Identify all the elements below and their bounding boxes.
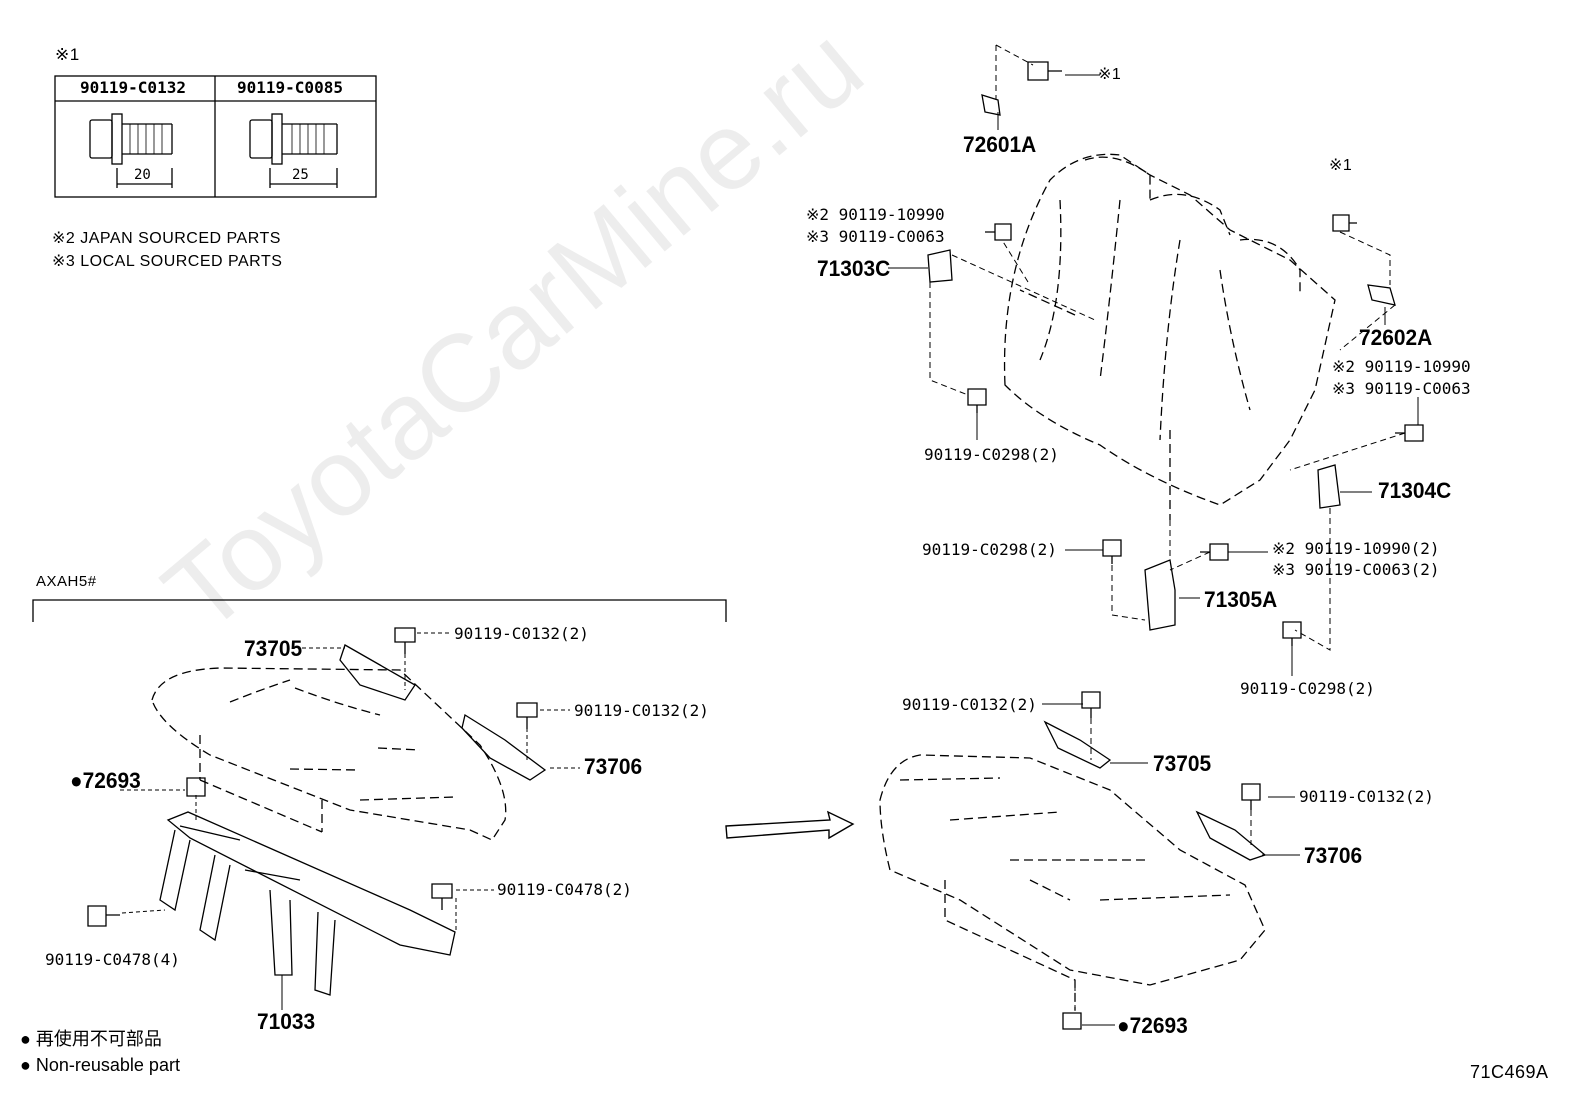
bolt-90119-10990-mid: ※2 90119-10990(2) (1272, 539, 1440, 558)
hook-72601A (981, 94, 1001, 116)
bracket-71305A (1144, 559, 1176, 631)
seatback (1003, 153, 1336, 520)
part-71303C: 71303C (817, 256, 891, 281)
note-local-sourced: ※3 LOCAL SOURCED PARTS (52, 253, 283, 270)
bolt-90119-10990-left: ※2 90119-10990 (806, 205, 945, 224)
figure-code: 71C469A (1470, 1062, 1549, 1082)
bolt-90119-C0478-2: 90119-C0478(2) (497, 880, 632, 899)
bolt-icon (1332, 214, 1357, 232)
note-japan-sourced: ※2 JAPAN SOURCED PARTS (52, 230, 281, 247)
legend-non-reusable-jp: ● 再使用不可部品 (20, 1029, 162, 1049)
bolt-icon (1241, 783, 1261, 810)
bolt-90119-C0478-4: 90119-C0478(4) (45, 950, 180, 969)
bolt-reference-table (54, 75, 377, 198)
part-73705-right: 73705 (1153, 751, 1212, 776)
bolt-90119-C0132-right-a: 90119-C0132(2) (902, 695, 1037, 714)
bolt-90119-C0063-mid: ※3 90119-C0063(2) (1272, 560, 1440, 579)
bolt-icon (249, 113, 338, 165)
bolt-icon (431, 883, 453, 910)
bolt-90119-10990-right: ※2 90119-10990 (1332, 357, 1471, 376)
part-73705-left: 73705 (244, 636, 303, 661)
ref-table-dim-1: 20 (134, 167, 151, 183)
bolt-icon (1081, 691, 1101, 718)
ref-table-dim-2: 25 (292, 167, 309, 183)
bolt-90119-C0132-right-b: 90119-C0132(2) (1299, 787, 1434, 806)
bolt-icon (1027, 61, 1062, 81)
bolt-icon (1395, 424, 1424, 442)
hinge-71303C (927, 249, 953, 283)
clip-72693-right (1062, 1012, 1082, 1030)
legend-non-reusable-en: ● Non-reusable part (20, 1055, 180, 1075)
bolt-90119-C0063-right: ※3 90119-C0063 (1332, 379, 1471, 398)
bolt-icon (1282, 621, 1302, 646)
bolt-icon (1200, 543, 1229, 561)
left-seat-cushion (151, 667, 507, 841)
ref-table-marker: ※1 (55, 45, 80, 64)
part-72693-right: ●72693 (1117, 1013, 1188, 1038)
bolt-90119-C0298-bottom: 90119-C0298(2) (1240, 679, 1375, 698)
bolt-icon (394, 627, 416, 654)
part-72601A: 72601A (963, 132, 1037, 157)
hook-73705-right (1043, 720, 1112, 769)
ref-table-col-1: 90119-C0132 (80, 78, 186, 97)
bolt-icon (516, 702, 538, 729)
hook-73706-right (1195, 810, 1267, 861)
part-73706-right: 73706 (1304, 843, 1363, 868)
hinge-71304C (1317, 464, 1341, 509)
clip-72693-left (186, 777, 206, 797)
bolt-90119-C0132-left-b: 90119-C0132(2) (574, 701, 709, 720)
part-71033: 71033 (257, 1009, 316, 1034)
marker-1-right: ※1 (1329, 157, 1353, 174)
part-71305A: 71305A (1204, 587, 1278, 612)
bolt-90119-C0298-mid: 90119-C0298(2) (922, 540, 1057, 559)
hook-73705-left (339, 644, 416, 701)
part-72693-left: ●72693 (70, 768, 141, 793)
variant-label: AXAH5# (36, 573, 97, 590)
bolt-90119-C0132-left-a: 90119-C0132(2) (454, 624, 589, 643)
part-72602A: 72602A (1359, 325, 1433, 350)
bolt-90119-C0298-left: 90119-C0298(2) (924, 445, 1059, 464)
arrow-icon (725, 810, 855, 840)
bolt-icon (89, 113, 173, 165)
variant-bracket (32, 599, 727, 622)
bolt-90119-C0063-left: ※3 90119-C0063 (806, 227, 945, 246)
bolt-icon (967, 388, 987, 413)
right-seat-cushion (879, 754, 1266, 1010)
part-71304C: 71304C (1378, 478, 1452, 503)
hook-73706-left (461, 713, 547, 781)
bolt-icon (985, 223, 1012, 241)
part-73706-left: 73706 (584, 754, 643, 779)
hook-72602A (1367, 284, 1396, 306)
bolt-icon (1102, 539, 1122, 564)
marker-1-top: ※1 (1098, 66, 1122, 83)
bolt-icon (87, 905, 120, 927)
ref-table-col-2: 90119-C0085 (237, 78, 343, 97)
seat-frame-71033 (159, 811, 456, 996)
